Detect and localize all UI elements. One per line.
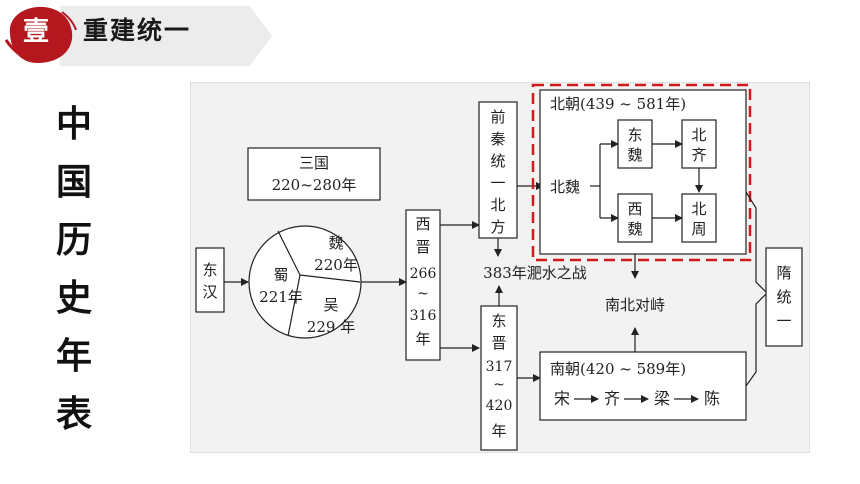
page-title-char: 中 — [56, 103, 93, 145]
xijin-year: ~ — [417, 286, 429, 302]
sanguo-title: 三国 — [299, 154, 329, 172]
nanchao-qi: 齐 — [604, 389, 620, 408]
red-seal-icon — [9, 6, 73, 64]
sanguo-years: 220~280年 — [272, 176, 357, 194]
sui-label: 一 — [776, 312, 791, 330]
wei-year: 220年 — [314, 256, 358, 274]
page-title: 中 国 历 史 年 表 — [56, 95, 93, 443]
dongjin-year: ~ — [493, 377, 505, 393]
duizhi-label: 南北对峙 — [605, 296, 665, 314]
page-title-char: 史 — [56, 277, 93, 319]
wei-label: 魏 — [328, 234, 343, 252]
donghan-box — [195, 247, 225, 313]
xijin-label: 晋 — [415, 238, 430, 256]
nanchao-box — [539, 351, 747, 421]
qianqin-label: 一 — [490, 174, 505, 192]
donghan-label: 汉 — [202, 283, 217, 301]
diagram-canvas: 东 汉 三国 220~280年 魏 220年 蜀 221年 吴 229 年 西 … — [189, 81, 811, 454]
dongwei-label: 魏 — [627, 146, 642, 164]
sanguo-box — [247, 147, 381, 201]
beizhou-label: 周 — [691, 220, 706, 238]
page-title-char: 年 — [56, 335, 93, 377]
beizhou-label: 北 — [691, 200, 706, 218]
dongjin-year: 317 — [486, 359, 513, 375]
xijin-year: 年 — [415, 330, 430, 348]
beiqi-label: 齐 — [691, 146, 706, 164]
xiwei-label: 西 — [627, 200, 642, 218]
section-badge: 壹 — [22, 17, 49, 47]
feishui-label: 383年淝水之战 — [483, 264, 587, 282]
page-title-char: 历 — [56, 219, 93, 261]
beichao-highlight — [531, 83, 752, 262]
dynasty-timeline-diagram: 东 汉 三国 220~280年 魏 220年 蜀 221年 吴 229 年 西 … — [189, 81, 811, 454]
banner-shape — [4, 6, 272, 66]
dongjin-label: 晋 — [491, 334, 506, 352]
dongjin-year: 420 — [486, 398, 513, 414]
donghan-label: 东 — [202, 261, 217, 279]
beiqi-label: 北 — [691, 126, 706, 144]
xijin-box — [405, 209, 441, 361]
dongwei-label: 东 — [627, 126, 642, 144]
sui-label: 统 — [776, 288, 791, 306]
qianqin-label: 方 — [490, 218, 505, 236]
xijin-year: 316 — [410, 308, 437, 324]
nanchao-liang: 梁 — [654, 389, 670, 408]
page-title-char: 国 — [56, 161, 93, 203]
dongjin-year: 年 — [491, 422, 506, 440]
wu-label: 吴 — [323, 296, 338, 314]
xijin-year: 266 — [410, 266, 437, 282]
dongjin-label: 东 — [491, 312, 506, 330]
xiwei-label: 魏 — [627, 220, 642, 238]
nanchao-chen: 陈 — [704, 389, 720, 408]
header-banner: 壹 重建统一 — [0, 0, 860, 70]
qianqin-label: 统 — [490, 152, 505, 170]
dongjin-box — [480, 305, 518, 451]
xijin-label: 西 — [415, 215, 430, 233]
shu-label: 蜀 — [273, 266, 288, 284]
sui-box — [765, 247, 803, 347]
beichao-title: 北朝(439 ~ 581年) — [550, 95, 686, 113]
sui-label: 隋 — [776, 264, 791, 282]
qianqin-box — [478, 101, 518, 239]
qianqin-label: 秦 — [490, 130, 505, 148]
wu-year: 229 年 — [307, 318, 355, 336]
shu-year: 221年 — [259, 288, 303, 306]
beizhou-box — [681, 193, 717, 243]
qianqin-label: 北 — [490, 196, 505, 214]
nanchao-song: 宋 — [554, 389, 570, 408]
beiwei-label: 北魏 — [550, 178, 580, 196]
nanchao-title: 南朝(420 ~ 589年) — [550, 360, 686, 378]
section-title: 重建统一 — [83, 16, 192, 45]
page-title-char: 表 — [56, 393, 93, 435]
qianqin-label: 前 — [490, 108, 505, 126]
